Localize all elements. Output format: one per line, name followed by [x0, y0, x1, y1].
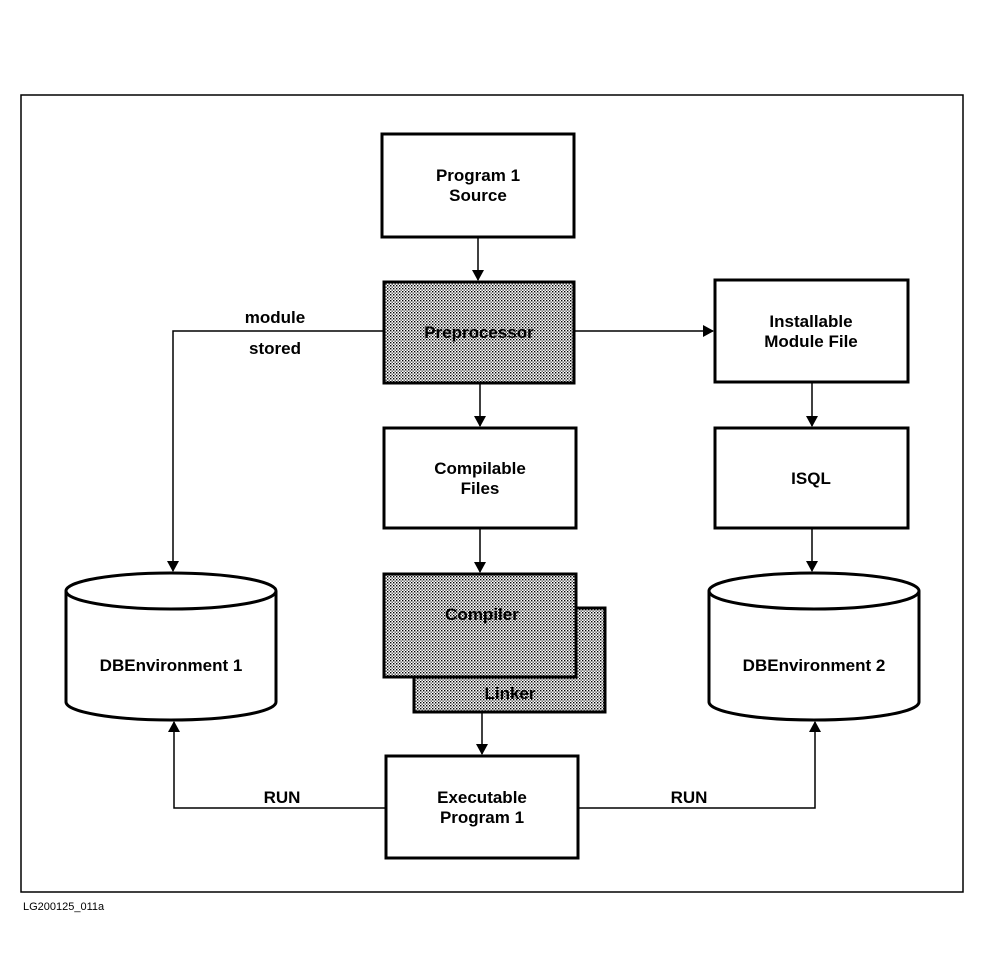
run-label-right: RUN	[671, 788, 708, 807]
preprocessor-label: Preprocessor	[424, 323, 534, 342]
preprocessor-box: Preprocessor	[382, 280, 576, 385]
figure-frame	[20, 94, 964, 893]
program-source-box: Program 1 Source	[380, 132, 576, 239]
executable-line1: Executable	[437, 788, 527, 807]
compilable-files-line1: Compilable	[434, 459, 526, 478]
compiler-box: Compiler	[382, 572, 578, 679]
linker-label: Linker	[484, 684, 535, 703]
figure-id-caption: LG200125_011a	[23, 901, 105, 913]
arrow-executable-to-db2	[578, 721, 821, 809]
dbenvironment-2-label: DBEnvironment 2	[743, 656, 886, 675]
compilable-files-line2: Files	[461, 479, 500, 498]
installable-module-box: Installable Module File	[713, 278, 910, 384]
compilable-files-box: Compilable Files	[382, 426, 578, 530]
executable-line2: Program 1	[440, 808, 524, 827]
isql-box: ISQL	[713, 426, 910, 530]
isql-label: ISQL	[791, 469, 831, 488]
executable-box: Executable Program 1	[384, 754, 580, 860]
arrow-preprocessor-to-db1	[167, 330, 384, 572]
arrow-executable-to-db1	[168, 721, 386, 809]
program-source-line2: Source	[449, 186, 507, 205]
dbenvironment-2-cylinder: DBEnvironment 2	[707, 571, 921, 722]
program-source-line1: Program 1	[436, 166, 520, 185]
dbenvironment-1-cylinder: DBEnvironment 1	[64, 571, 278, 722]
module-stored-label-line2: stored	[249, 339, 301, 358]
compiler-label: Compiler	[445, 605, 519, 624]
dbenvironment-1-label: DBEnvironment 1	[100, 656, 243, 675]
installable-module-line1: Installable	[769, 312, 852, 331]
installable-module-line2: Module File	[764, 332, 858, 351]
module-stored-label-line1: module	[245, 308, 305, 327]
run-label-left: RUN	[264, 788, 301, 807]
